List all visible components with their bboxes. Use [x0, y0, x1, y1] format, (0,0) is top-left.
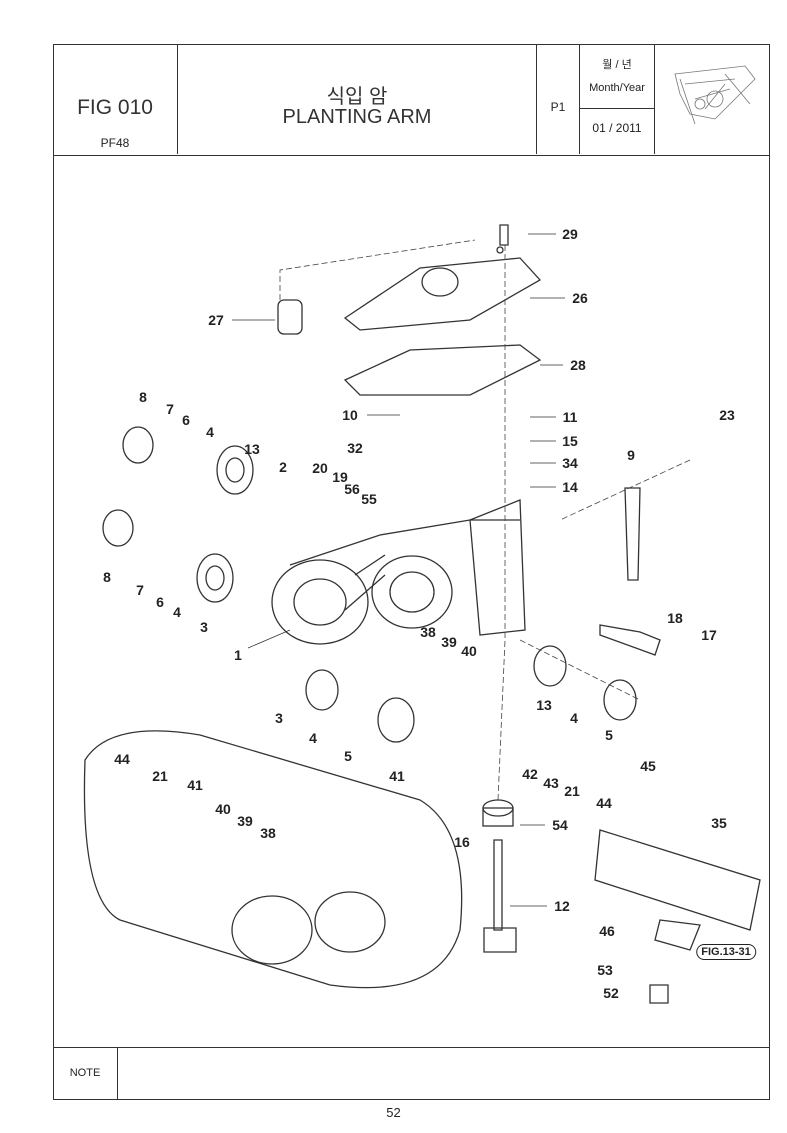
part-label: 35 — [711, 815, 727, 831]
part-label: 44 — [114, 751, 130, 767]
page-code: P1 — [550, 100, 566, 114]
part-label: 3 — [200, 619, 208, 635]
page-frame — [53, 44, 770, 1100]
part-label: 53 — [597, 962, 613, 978]
part-label: 2 — [279, 459, 287, 475]
part-label: 7 — [166, 401, 174, 417]
title-english: PLANTING ARM — [282, 106, 432, 128]
part-label: 16 — [454, 834, 470, 850]
part-label: 1 — [234, 647, 242, 663]
part-label: 14 — [562, 479, 578, 495]
part-label: 3 — [275, 710, 283, 726]
page-number: 52 — [386, 1105, 401, 1120]
part-label: 45 — [640, 758, 656, 774]
part-label: 4 — [309, 730, 317, 746]
part-label: 28 — [570, 357, 586, 373]
part-label: 5 — [344, 748, 352, 764]
part-label: 6 — [182, 412, 190, 428]
part-label: 42 — [522, 766, 538, 782]
date-value: 01 / 2011 — [592, 121, 642, 135]
cover-plate — [343, 257, 542, 331]
part-label: 4 — [570, 710, 578, 726]
part-label: 55 — [361, 491, 377, 507]
part-label: 39 — [237, 813, 253, 829]
title-block: FIG 010 PF48 식입 암 PLANTING ARM P1 월 / 년 … — [53, 44, 770, 156]
figure-number: FIG 010 — [77, 96, 153, 119]
figure-reference-label: FIG.13-31 — [696, 944, 756, 960]
part-label: 44 — [596, 795, 612, 811]
page-code-cell: P1 — [537, 44, 580, 154]
part-label: 32 — [347, 440, 363, 456]
part-label: 41 — [389, 768, 405, 784]
part-label: 52 — [603, 985, 619, 1001]
part-label: 21 — [564, 783, 580, 799]
figure-cell: FIG 010 PF48 — [53, 44, 178, 154]
part-label: 5 — [605, 727, 613, 743]
part-label: 6 — [156, 594, 164, 610]
part-label: 8 — [139, 389, 147, 405]
part-label: 23 — [719, 407, 735, 423]
part-label: 54 — [552, 817, 568, 833]
part-label: 20 — [312, 460, 328, 476]
machine-thumbnail-image — [674, 65, 756, 125]
date-label-korean: 월 / 년 — [602, 59, 632, 71]
part-label: 21 — [152, 768, 168, 784]
part-label: 17 — [701, 627, 717, 643]
part-label: 18 — [667, 610, 683, 626]
part-label: 12 — [554, 898, 570, 914]
part-label: 27 — [208, 312, 224, 328]
part-label: 19 — [332, 469, 348, 485]
part-label: 8 — [103, 569, 111, 585]
part-label: 40 — [215, 801, 231, 817]
model-code: PF48 — [100, 136, 130, 150]
part-label: 10 — [342, 407, 358, 423]
part-label: 39 — [441, 634, 457, 650]
machine-thumbnail — [655, 44, 770, 154]
date-cell: 월 / 년 Month/Year 01 / 2011 — [580, 44, 655, 154]
part-label: 7 — [136, 582, 144, 598]
part-label: 43 — [543, 775, 559, 791]
title-cell: 식입 암 PLANTING ARM — [178, 44, 537, 154]
part-label: 34 — [562, 455, 578, 471]
part-label: 13 — [536, 697, 552, 713]
note-label: NOTE — [53, 1048, 118, 1099]
part-label: 9 — [627, 447, 635, 463]
part-label: 46 — [599, 923, 615, 939]
part-label: 41 — [187, 777, 203, 793]
part-label: 29 — [562, 226, 578, 242]
part-label: 38 — [260, 825, 276, 841]
part-label: 4 — [173, 604, 181, 620]
date-label-english: Month/Year — [589, 82, 645, 94]
part-label: 11 — [562, 409, 578, 425]
part-label: 26 — [572, 290, 588, 306]
part-label: 56 — [344, 481, 360, 497]
part-label: 40 — [461, 643, 477, 659]
note-row: NOTE — [53, 1047, 770, 1100]
part-label: 15 — [562, 433, 578, 449]
part-label: 4 — [206, 424, 214, 440]
part-label: 13 — [244, 441, 260, 457]
part-label: 38 — [420, 624, 436, 640]
title-korean: 식입 암 — [326, 86, 388, 108]
